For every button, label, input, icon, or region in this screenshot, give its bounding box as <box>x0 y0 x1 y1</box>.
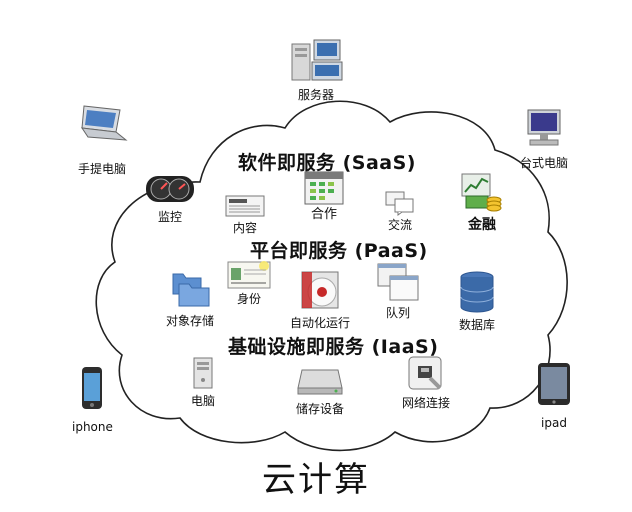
laptop-node: 手提电脑 <box>76 104 128 176</box>
database-icon <box>460 271 494 313</box>
id-card-icon <box>227 261 271 289</box>
content-label: 内容 <box>232 221 257 235</box>
paas-layer-title: 平台即服务 (PaaS) <box>250 240 428 262</box>
network-label: 网络连接 <box>402 396 451 410</box>
identity-label: 身份 <box>236 292 261 306</box>
object-storage-label: 对象存储 <box>166 314 215 328</box>
window-icon <box>377 263 419 301</box>
calendar-icon <box>304 171 344 205</box>
server-node: 服务器 <box>288 38 344 102</box>
collab-label: 合作 <box>310 207 337 222</box>
desktop-node: 台式电脑 <box>520 108 568 170</box>
queue-label: 队列 <box>385 306 410 320</box>
finance-node: 金融 <box>460 172 504 234</box>
iphone-icon <box>82 367 103 409</box>
chat-icon <box>385 191 414 216</box>
automation-node: 自动化运行 <box>290 268 350 330</box>
storage-device-label: 储存设备 <box>296 402 345 416</box>
exchange-label: 交流 <box>387 218 412 232</box>
network-port-icon <box>408 356 442 390</box>
ipad-icon <box>538 363 570 405</box>
iphone-node: iphone <box>72 366 113 434</box>
folder-icon <box>172 273 210 307</box>
desktop-label: 台式电脑 <box>520 156 569 170</box>
iphone-label: iphone <box>72 420 113 434</box>
tower-icon <box>193 357 213 389</box>
database-node: 数据库 <box>456 270 498 332</box>
news-icon <box>225 195 265 217</box>
automation-label: 自动化运行 <box>290 316 351 330</box>
money-icon <box>461 173 502 212</box>
database-label: 数据库 <box>458 318 495 332</box>
storage-device-node: 储存设备 <box>296 366 344 416</box>
ipad-label: ipad <box>541 416 567 430</box>
server-label: 服务器 <box>297 88 334 102</box>
drive-icon <box>297 369 343 395</box>
content-node: 内容 <box>224 194 266 235</box>
cd-icon <box>301 271 339 309</box>
laptop-label: 手提电脑 <box>77 162 126 176</box>
object-storage-node: 对象存储 <box>166 270 214 328</box>
queue-node: 队列 <box>376 262 420 320</box>
saas-layer-title: 软件即服务 (SaaS) <box>238 152 416 174</box>
laptop-icon <box>80 105 128 141</box>
computer-label: 电脑 <box>190 394 215 408</box>
iaas-layer-title: 基础设施即服务 (IaaS) <box>228 336 439 358</box>
finance-label: 金融 <box>468 217 496 233</box>
gauge-icon <box>146 176 194 202</box>
ipad-node: ipad <box>534 362 574 430</box>
server-icon <box>291 39 343 81</box>
monitor-label: 监控 <box>157 210 182 224</box>
identity-node: 身份 <box>226 260 272 306</box>
exchange-node: 交流 <box>384 190 416 232</box>
computer-node: 电脑 <box>186 356 220 408</box>
network-node: 网络连接 <box>402 354 450 410</box>
collab-node: 合作 <box>302 170 346 222</box>
monitor-node: 监控 <box>144 172 196 224</box>
diagram-title: 云计算 <box>262 460 370 500</box>
desktop-icon <box>527 109 561 146</box>
